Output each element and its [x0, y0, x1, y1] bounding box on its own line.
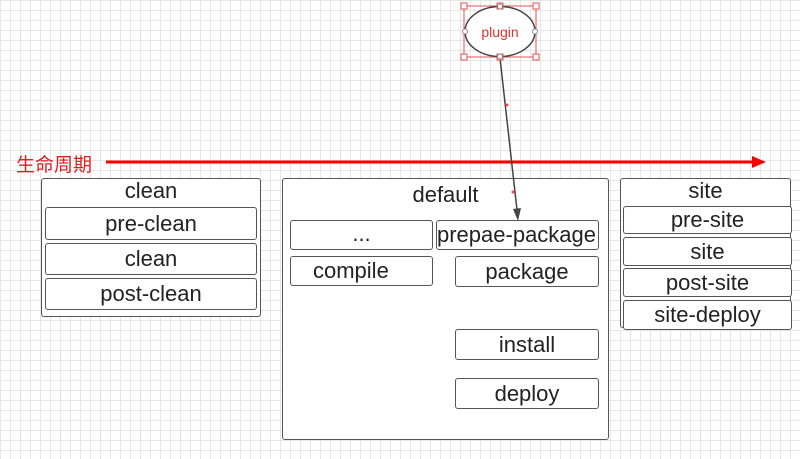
phase-clean[interactable]: clean: [45, 243, 257, 275]
phase-ellipsis[interactable]: ...: [290, 220, 433, 250]
phase-prepae-package[interactable]: prepae-package: [436, 220, 599, 250]
plugin-label: plugin: [481, 24, 519, 40]
lifecycle-arrow: [106, 156, 766, 168]
phase-package[interactable]: package: [455, 256, 599, 287]
phase-compile[interactable]: compile: [290, 256, 433, 286]
phase-pre-clean[interactable]: pre-clean: [45, 207, 257, 240]
phase-post-clean[interactable]: post-clean: [45, 278, 257, 310]
phase-deploy[interactable]: deploy: [455, 378, 599, 409]
phase-site[interactable]: site: [623, 237, 792, 266]
site-group-title: site: [688, 178, 723, 203]
default-group-title: default: [412, 182, 479, 207]
phase-post-site[interactable]: post-site: [623, 268, 792, 297]
plugin-node[interactable]: [460, 2, 540, 61]
phase-site-deploy[interactable]: site-deploy: [623, 300, 792, 330]
clean-group-title: clean: [124, 178, 178, 203]
phase-install[interactable]: install: [455, 329, 599, 360]
plugin-connector: [499, 57, 521, 221]
lifecycle-label: 生命周期: [16, 154, 93, 176]
phase-pre-site[interactable]: pre-site: [623, 206, 792, 234]
